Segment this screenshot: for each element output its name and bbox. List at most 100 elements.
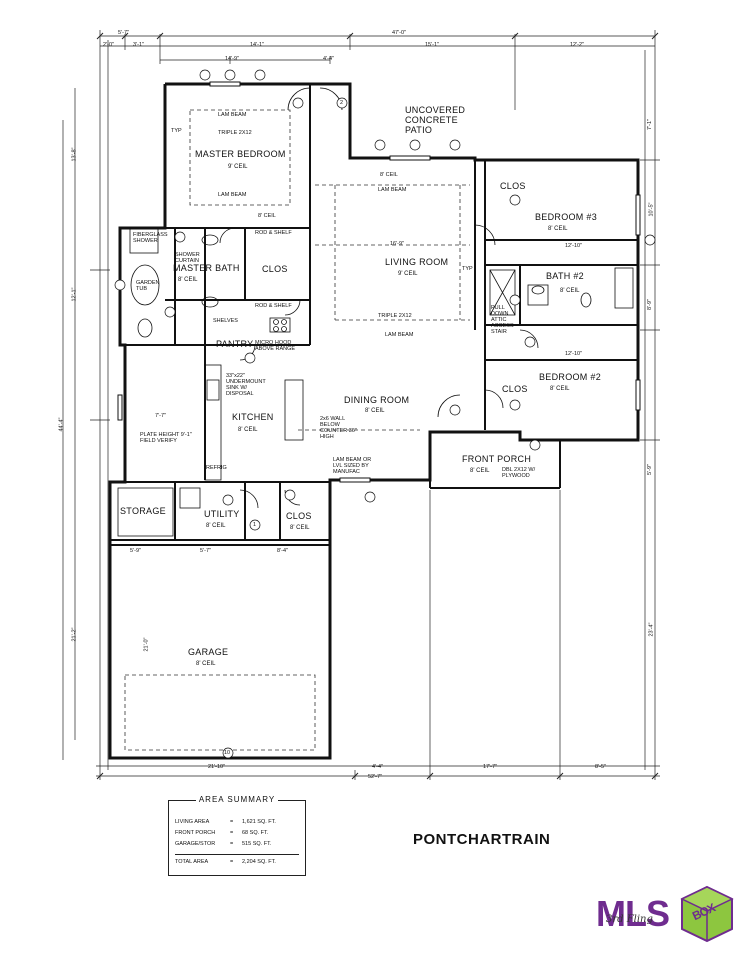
master-bath-ceil: 8' CEIL <box>178 277 198 283</box>
dim-top-h: 4'-4" <box>323 56 334 62</box>
storage-label: STORAGE <box>120 506 166 516</box>
fixtures <box>117 227 634 537</box>
garage-area-eq: = <box>230 841 234 847</box>
dim-bottom-b: 4'-4" <box>372 764 383 770</box>
beam-lines <box>124 109 470 751</box>
typ-note-2: TYP <box>462 266 473 272</box>
dim-bed3-width: 12'-10" <box>565 243 583 249</box>
plan-name: PONTCHARTRAIN <box>413 831 551 848</box>
total-area-label: TOTAL AREA <box>175 859 209 865</box>
area-summary-title-row: AREA SUMMARY <box>169 795 305 804</box>
dining-room-label: DINING ROOM <box>344 395 410 405</box>
bedroom3-label: BEDROOM #3 <box>535 212 598 222</box>
front-porch-area-value: 68 SQ. FT. <box>242 830 269 836</box>
dining-room-ceil: 8' CEIL <box>365 408 385 414</box>
mls-box-logo <box>680 885 734 943</box>
lam-beam-note-3: LAM BEAM <box>378 187 407 193</box>
dim-right-c: 8'-9" <box>646 299 653 310</box>
door-tags <box>114 69 656 759</box>
area-row-living: LIVING AREA = 1,621 SQ. FT. <box>175 819 301 825</box>
dim-top-b: 3'-1" <box>133 42 144 48</box>
dim-bottom-overall: 52'-7" <box>368 774 383 780</box>
area-summary-divider <box>175 854 299 855</box>
dim-bed2-width: 12'-10" <box>565 351 583 357</box>
signature-text: 3rd Fling <box>606 914 653 925</box>
front-porch-label: FRONT PORCH <box>462 454 532 464</box>
pull-down-stair-note: PULL DOWN ATTIC ACCESS STAIR <box>491 305 514 335</box>
interior-walls <box>110 84 638 546</box>
dim-garage-w3: 8'-4" <box>277 548 288 554</box>
lam-beam-note-4: LAM BEAM <box>385 332 414 338</box>
dim-bottom-a: 21'-10" <box>208 764 226 770</box>
dim-living-width: 16'-9" <box>390 241 405 247</box>
closet-bed3-label: CLOS <box>500 181 526 191</box>
refrig-note: REFRIG <box>206 465 227 471</box>
kitchen-ceil: 8' CEIL <box>238 427 258 433</box>
dim-left-a: 13'-8" <box>71 147 78 162</box>
wall-below-counter-note: 2x6 WALL BELOW COUNTER 36" HIGH <box>320 416 357 440</box>
lam-beam-lvl-note: LAM BEAM OR LVL SIZED BY MANUFAC <box>333 457 372 475</box>
area-summary-table: AREA SUMMARY LIVING AREA = 1,621 SQ. FT.… <box>168 795 306 876</box>
dim-top-g: 14'-9" <box>225 56 240 62</box>
master-bedroom-ceil: 9' CEIL <box>228 164 248 170</box>
shower-curtain-note: SHOWER CURTAIN <box>175 252 200 264</box>
undermount-sink-note: 33"x22" UNDERMOUNT SINK W/ DISPOSAL <box>226 373 266 397</box>
dim-left-c: 21'-2" <box>71 627 78 642</box>
dim-right-a: 7'-1" <box>646 119 653 130</box>
master-bedroom-label: MASTER BEDROOM <box>195 149 286 159</box>
dim-garage-depth: 21'-0" <box>143 637 150 652</box>
front-porch-ceil: 8' CEIL <box>470 468 490 474</box>
dim-left-b: 12'-1" <box>71 287 78 302</box>
dim-top-f: 5'-7" <box>118 30 129 36</box>
area-row-total: TOTAL AREA = 2,204 SQ. FT. <box>175 859 301 865</box>
closet-utility-label: CLOS <box>286 511 312 521</box>
pantry-label: PANTRY <box>216 339 254 349</box>
bedroom2-label: BEDROOM #2 <box>539 372 602 382</box>
living-room-ceil: 9' CEIL <box>398 271 418 277</box>
triple-note-1: TRIPLE 2X12 <box>218 130 252 136</box>
closet-utility-ceil: 8' CEIL <box>290 525 310 531</box>
living-area-value: 1,621 SQ. FT. <box>242 819 276 825</box>
dim-right-d: 5'-9" <box>646 464 653 475</box>
dim-right-b: 10'-5" <box>648 202 655 217</box>
area-row-porch: FRONT PORCH = 68 SQ. FT. <box>175 830 301 836</box>
garage-area-value: 515 SQ. FT. <box>242 841 272 847</box>
dimension-lines <box>62 30 660 780</box>
dim-top-d: 15'-1" <box>425 42 440 48</box>
kitchen-label: KITCHEN <box>232 412 274 422</box>
shelves-note: SHELVES <box>213 318 238 324</box>
rod-shelf-note-2: ROD & SHELF <box>255 303 292 309</box>
mls-logo-text: MLS <box>596 893 670 934</box>
triple-note-2: TRIPLE 2X12 <box>378 313 412 319</box>
garage-ceil: 8' CEIL <box>196 661 216 667</box>
living-area-label: LIVING AREA <box>175 819 210 825</box>
bedroom2-ceil: 8' CEIL <box>550 386 570 392</box>
garage-area-label: GARAGE/STOR <box>175 841 216 847</box>
plate-height-note: PLATE HEIGHT 9'-1" FIELD VERIFY <box>140 432 192 444</box>
closet-bed2-label: CLOS <box>502 384 528 394</box>
rod-shelf-note-1: ROD & SHELF <box>255 230 292 236</box>
garage-label: GARAGE <box>188 647 229 657</box>
logo-cube <box>680 885 734 943</box>
utility-label: UTILITY <box>204 509 240 519</box>
patio-label: UNCOVERED CONCRETE PATIO <box>405 105 466 135</box>
closet-master-label: CLOS <box>262 264 288 274</box>
master-bath-label: MASTER BATH <box>173 263 240 273</box>
dim-top-a: 2'-0" <box>103 42 114 48</box>
dimension-ticks <box>96 32 659 780</box>
door-tag-2: 2 <box>340 100 344 106</box>
dim-bottom-d: 8'-5" <box>595 764 606 770</box>
dim-garage-w2: 5'-7" <box>200 548 211 554</box>
dim-left-overall: 44'-4" <box>58 417 65 432</box>
total-area-eq: = <box>230 859 234 865</box>
garden-tub-note: GARDEN TUB <box>136 280 160 292</box>
dbl-2x12-note: DBL 2X12 W/ PLYWOOD <box>502 467 536 479</box>
door-tag-10: 10 <box>224 750 231 756</box>
dim-right-e: 23'-4" <box>648 622 655 637</box>
lam-beam-note-1: LAM BEAM <box>218 112 247 118</box>
dim-kitchen: 7'-7" <box>155 413 166 419</box>
dim-bottom-c: 17'-7" <box>483 764 498 770</box>
windows <box>117 81 641 483</box>
fiberglass-shower-note: FIBERGLASS SHOWER <box>133 232 168 244</box>
